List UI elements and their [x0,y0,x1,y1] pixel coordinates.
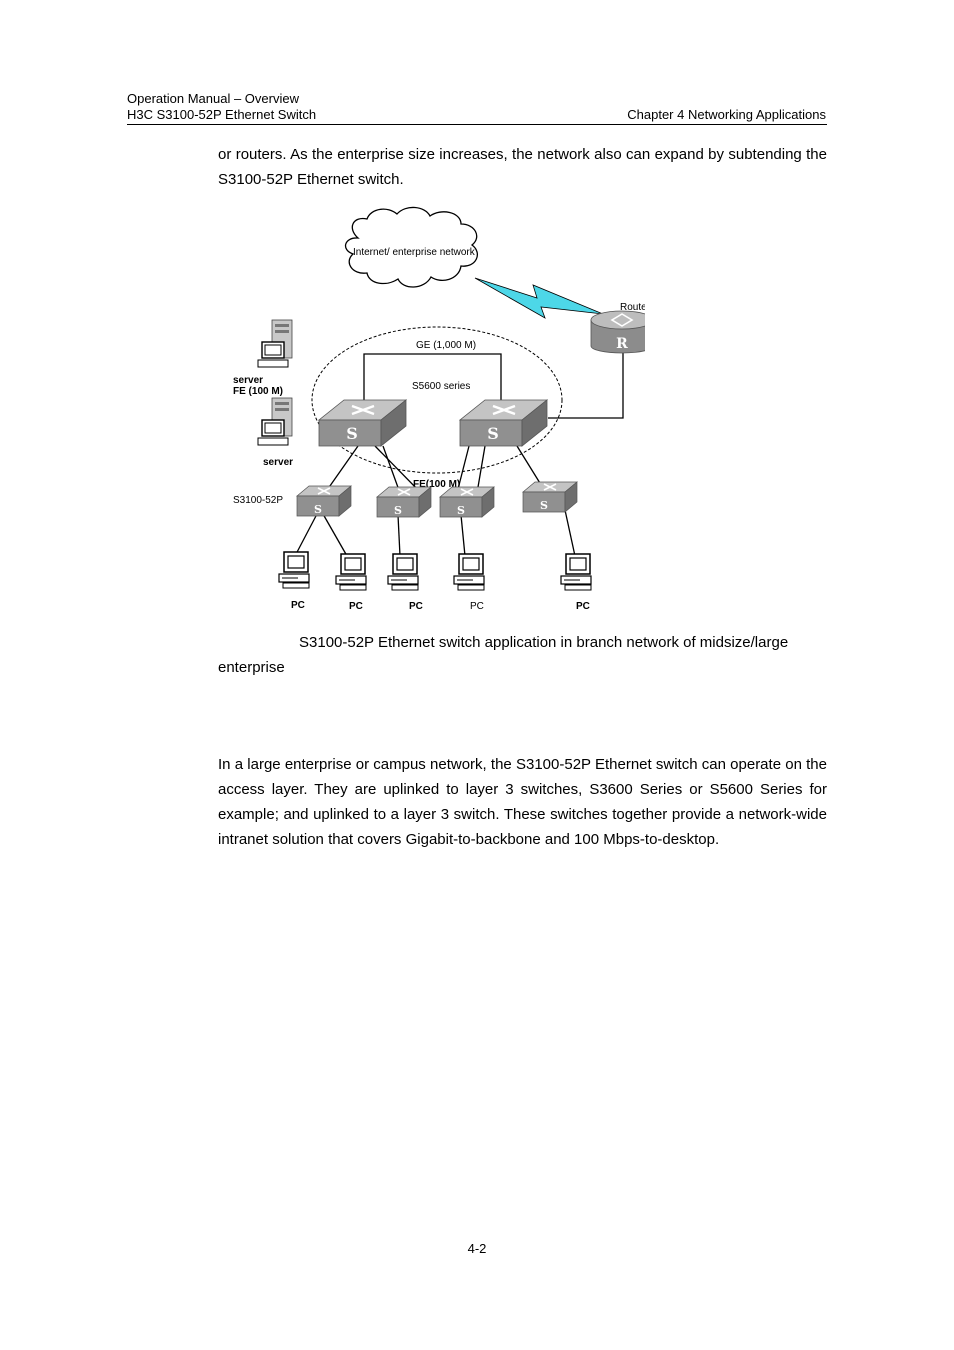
access-switch-3: S [439,486,495,518]
pc-label-5: PC [576,601,590,612]
switch-letter: S [540,499,548,512]
core-switch-left: S [317,398,408,448]
header-product-name: H3C S3100-52P Ethernet Switch [127,107,317,122]
page-number: 4-2 [467,1241,487,1256]
body-paragraph-bottom: In a large enterprise or campus network,… [218,756,827,848]
pc-label-2: PC [349,601,363,612]
internet-cloud: Internet/ enterprise network [344,206,478,288]
wan-link-icon [474,277,604,319]
fe-link-label: FE(100 M) [413,479,460,490]
core-ellipse [311,326,563,474]
pc-label-3: PC [409,601,423,612]
switch-letter: S [346,424,358,443]
pc-icon-3 [387,553,419,591]
router-letter: R [616,336,628,352]
pc-icon-2 [335,553,367,591]
server-link-label: FE (100 M) [233,386,283,397]
switch-letter: S [394,504,402,517]
header-rule [127,124,827,125]
switch-letter: S [457,504,465,517]
connection-lines [294,346,624,557]
server-top-label: server [233,375,263,386]
router-icon: R [590,310,645,354]
switch-letter: S [314,503,322,516]
access-switch-1: S [296,485,352,517]
core-switch-right: S [458,398,549,448]
server-icon-bottom [257,397,293,446]
network-diagram: Internet/ enterprise network R Router GE… [233,206,645,612]
header-manual-title: Operation Manual – Overview [127,91,299,106]
access-switch-4: S [522,481,578,513]
pc-icon-1 [278,551,310,589]
server-bottom-label: server [263,457,293,468]
figure-caption-line1: S3100-52P Ethernet switch application in… [299,634,789,651]
server-icon-top [257,319,293,368]
pc-icon-4 [453,553,485,591]
access-switch-label: S3100-52P [233,495,283,506]
pc-icon-5 [560,553,592,591]
core-series-label: S5600 series [412,381,470,392]
pc-label-1: PC [291,600,305,611]
cloud-label: Internet/ enterprise network [353,247,476,258]
ge-link-label: GE (1,000 M) [416,340,476,351]
router-label: Router [620,302,645,313]
header-chapter-title: Chapter 4 Networking Applications [627,107,826,122]
pc-label-4: PC [470,601,484,612]
access-switch-2: S [376,486,432,518]
figure-caption-line2: enterprise [218,659,285,676]
switch-letter: S [487,424,499,443]
body-paragraph-top: or routers. As the enterprise size incre… [218,146,827,188]
